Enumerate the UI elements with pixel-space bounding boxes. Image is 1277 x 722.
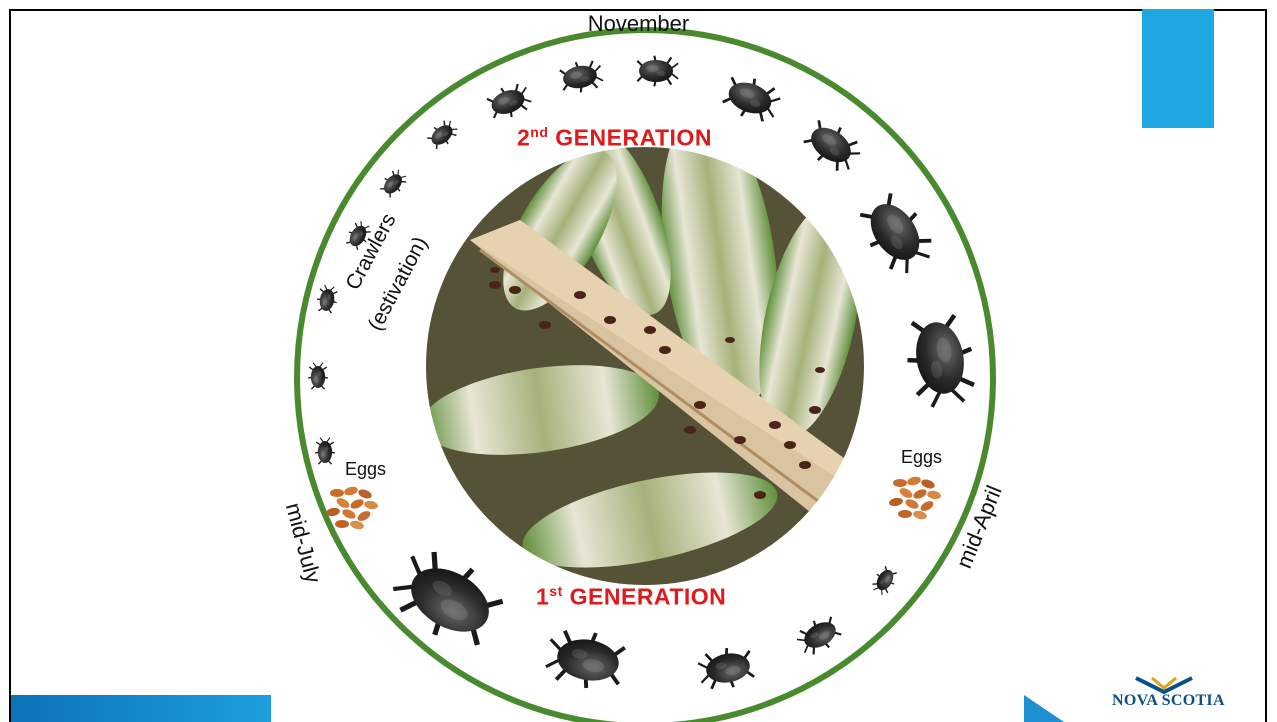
nova-scotia-wordmark: NOVA SCOTIA <box>1112 692 1225 710</box>
nova-scotia-logo: NOVA SCOTIA <box>1112 676 1242 716</box>
eggs-left-label: Eggs <box>345 459 386 480</box>
eggs-right-label: Eggs <box>901 447 942 468</box>
second-generation-label: 2nd GENERATION <box>517 124 712 152</box>
eggs-right-icon <box>888 475 941 520</box>
november-label: November <box>0 11 1277 37</box>
first-generation-label: 1st GENERATION <box>536 583 726 611</box>
eggs-left-icon <box>325 485 378 530</box>
